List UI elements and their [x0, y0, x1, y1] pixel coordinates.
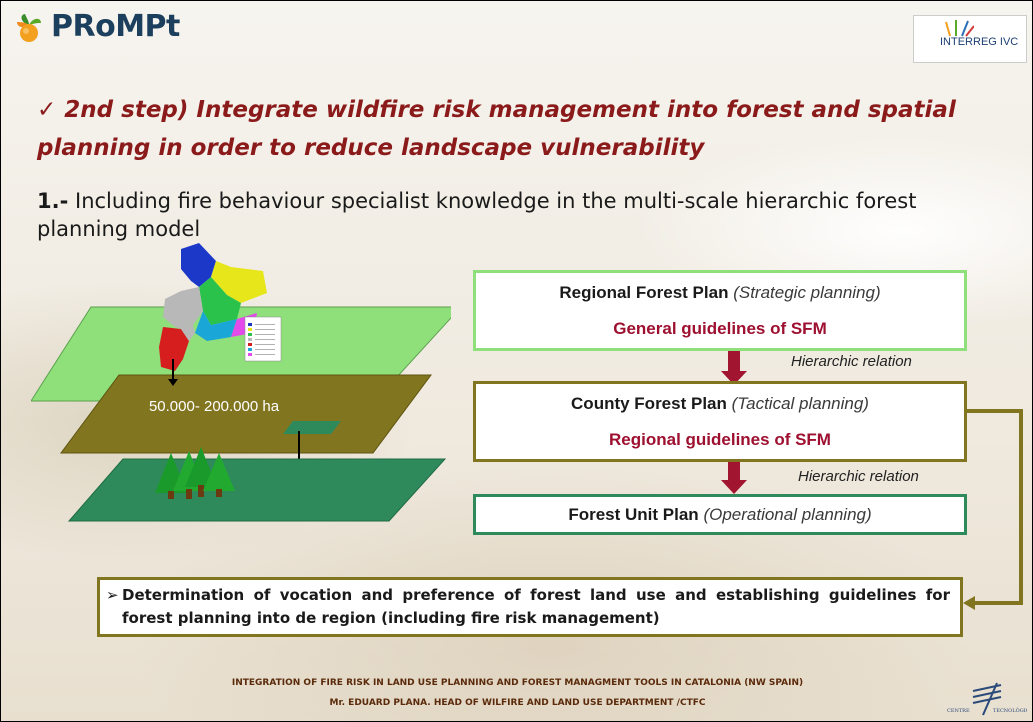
planning-layers-diagram: 50.000- 200.000 ha [31, 243, 451, 522]
conclusion-box: ➢ Determination of vocation and preferen… [97, 577, 963, 637]
regional-plan-title: Regional Forest Plan (Strategic planning… [476, 283, 964, 303]
county-layer [60, 374, 432, 454]
conclusion-text: Determination of vocation and preference… [122, 586, 950, 627]
county-plan-name: County Forest Plan [571, 394, 727, 413]
interreg-logo: INTERREG IVC [913, 15, 1027, 63]
trees-icon [155, 447, 235, 499]
interreg-text: INTERREG IVC [940, 36, 1019, 48]
subtitle-text: Including fire behaviour specialist know… [37, 189, 917, 241]
hierarchy-arrow-1-icon [721, 351, 747, 385]
hierarchic-relation-label-1: Hierarchic relation [791, 353, 912, 370]
forest-unit-plan-box: Forest Unit Plan (Operational planning) [473, 494, 967, 535]
map-legend [244, 316, 282, 362]
interreg-rays-icon [945, 20, 974, 37]
footer-line-2: Mr. EDUARD PLANA. HEAD OF WILFIRE AND LA… [329, 698, 706, 708]
county-forest-plan-box: County Forest Plan (Tactical planning) R… [473, 381, 967, 462]
hierarchy-arrow-2-icon [721, 462, 747, 494]
county-plan-title: County Forest Plan (Tactical planning) [476, 394, 964, 414]
unit-plan-name: Forest Unit Plan [568, 505, 699, 524]
regional-forest-plan-box: Regional Forest Plan (Strategic planning… [473, 270, 967, 351]
prompt-logo-icon [17, 14, 41, 42]
county-layer-highlight [283, 421, 341, 434]
regional-plan-type: (Strategic planning) [733, 283, 881, 302]
regional-plan-guideline: General guidelines of SFM [613, 319, 827, 338]
subtitle: 1.- Including fire behaviour specialist … [37, 187, 997, 243]
ctfc-logo: CENTRE TECNOLÒGIC [947, 682, 1027, 716]
unit-plan-type: (Operational planning) [703, 505, 872, 524]
regional-plan-name: Regional Forest Plan [559, 283, 729, 302]
layer-area-label: 50.000- 200.000 ha [149, 398, 280, 415]
unit-plan-title: Forest Unit Plan (Operational planning) [476, 505, 964, 525]
ctfc-text-right: TECNOLÒGIC [993, 706, 1027, 714]
county-plan-guideline: Regional guidelines of SFM [609, 430, 831, 449]
hierarchic-relation-label-2: Hierarchic relation [798, 468, 919, 485]
ctfc-text-left: CENTRE [947, 708, 970, 714]
logo-text: PRoMPt [51, 9, 180, 44]
title-text: 2nd step) Integrate wildfire risk manage… [37, 97, 956, 161]
county-plan-type: (Tactical planning) [731, 394, 869, 413]
conclusion-bullet: ➢ [106, 586, 119, 604]
footer-line-1: INTEGRATION OF FIRE RISK IN LAND USE PLA… [231, 678, 804, 688]
check-mark: ✓ [37, 97, 57, 123]
subtitle-number: 1.- [37, 189, 69, 213]
slide-title: ✓ 2nd step) Integrate wildfire risk mana… [37, 91, 997, 167]
forest-unit-layer [67, 458, 447, 522]
ctfc-lines-icon [972, 682, 1002, 716]
connector-arrow [963, 409, 1023, 610]
